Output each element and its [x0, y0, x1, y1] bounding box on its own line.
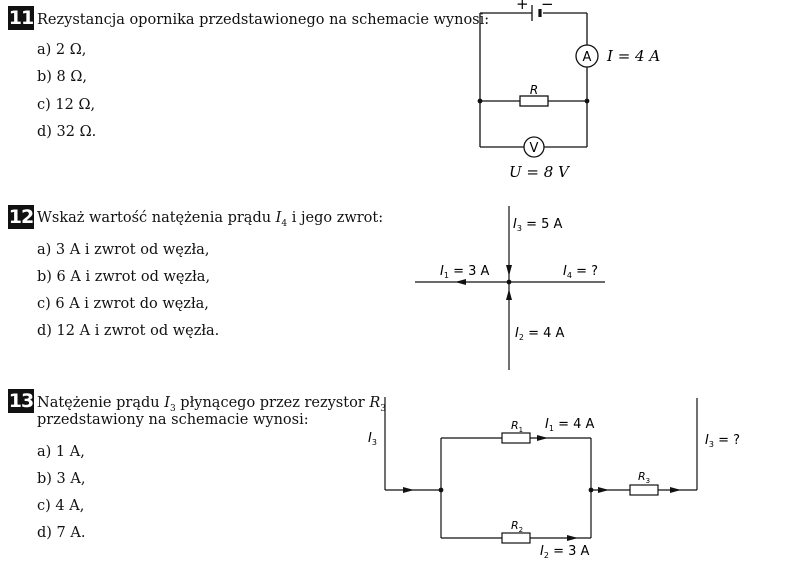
plus-sign: +	[516, 0, 529, 13]
voltage-label: U = 8 V	[509, 163, 571, 181]
minus-sign: −	[541, 0, 554, 13]
q11-option-d: d) 32 Ω.	[37, 124, 97, 140]
arrow-i1	[455, 279, 466, 285]
node-left	[438, 487, 444, 493]
resistor-r3	[629, 484, 659, 496]
q12-option-b: b) 6 A i zwrot od węzła,	[37, 269, 211, 285]
q13-option-d: d) 7 A.	[37, 525, 86, 541]
q11-option-b: b) 8 Ω,	[37, 69, 88, 85]
label-i1: I1 = 3 A	[440, 264, 489, 280]
arrow-i2	[567, 535, 578, 541]
question-number-13: 13	[8, 389, 34, 413]
voltmeter-label: V	[530, 141, 539, 156]
arrow-main	[598, 487, 609, 493]
junction-node	[506, 279, 512, 285]
question-13-line2: przedstawiony na schemacie wynosi:	[37, 412, 309, 428]
label-i3: I3 = 5 A	[513, 217, 562, 233]
q13-option-a: a) 1 A,	[37, 444, 85, 460]
label-r2: R2	[511, 519, 523, 534]
label-input-current: I3	[368, 431, 377, 447]
q13-option-b: b) 3 A,	[37, 471, 86, 487]
label-i2: I2 = 4 A	[515, 326, 564, 342]
resistor-r2	[501, 532, 531, 544]
label-r3: R3	[638, 470, 650, 485]
arrow-i3	[506, 265, 512, 276]
resistor-label: R	[530, 83, 538, 97]
arrow-input	[403, 487, 414, 493]
q12-option-c: c) 6 A i zwrot do węzła,	[37, 296, 209, 312]
q12-option-a: a) 3 A i zwrot od węzła,	[37, 242, 210, 258]
arrow-i1	[537, 435, 548, 441]
q11-option-c: c) 12 Ω,	[37, 97, 96, 113]
question-13-line1: Natężenie prądu I3 płynącego przez rezys…	[37, 395, 386, 414]
label-r1: R1	[511, 419, 523, 434]
question-12-text: Wskaż wartość natężenia prądu I4 i jego …	[37, 210, 384, 229]
current-label: I = 4 A	[606, 47, 660, 65]
ammeter-label: A	[583, 50, 592, 65]
q13-option-c: c) 4 A,	[37, 498, 85, 514]
label-i1: I1 = 4 A	[545, 417, 594, 433]
question-11-text: Rezystancja opornika przedstawionego na …	[37, 12, 490, 28]
arrow-i2	[506, 289, 512, 300]
resistor-r1	[501, 432, 531, 444]
node-left	[477, 98, 483, 104]
label-output-current: I3 = ?	[705, 433, 740, 449]
node-right	[584, 98, 590, 104]
q11-option-a: a) 2 Ω,	[37, 42, 87, 58]
label-i4: I4 = ?	[563, 264, 598, 280]
node-right	[588, 487, 594, 493]
arrow-output	[670, 487, 681, 493]
question-number-11: 11	[8, 6, 34, 30]
label-i2: I2 = 3 A	[540, 544, 589, 560]
q12-option-d: d) 12 A i zwrot od węzła.	[37, 323, 220, 339]
question-number-12: 12	[8, 205, 34, 229]
ammeter-circle	[575, 44, 599, 68]
